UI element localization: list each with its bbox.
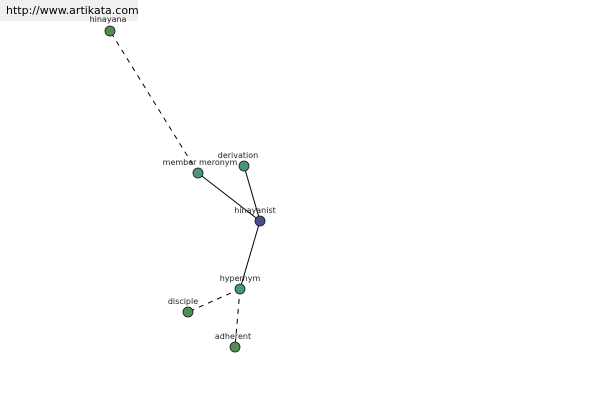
edge-member-meronym-hinayana [109,30,199,174]
node-label-hypernym: hypernym [220,274,261,283]
node-label-hinayana: hinayana [90,15,127,24]
watermark-banner: http://www.artikata.com [0,0,139,21]
node-label-derivation: derivation [218,151,258,160]
node-hinayanist[interactable]: hinayanist [234,206,276,227]
node-dot-hinayanist[interactable] [254,215,266,227]
edge-hinayanist-hypernym [239,220,261,290]
watermark-text: http://www.artikata.com [6,4,139,17]
node-label-adherent: adherent [215,332,251,341]
node-member-meronym[interactable]: member meronym [163,158,238,179]
node-dot-derivation[interactable] [238,160,250,172]
node-dot-member-meronym[interactable] [192,167,204,179]
node-disciple[interactable]: disciple [168,297,198,318]
edge-hinayanist-member-meronym [197,172,261,222]
node-label-hinayanist: hinayanist [234,206,276,215]
node-adherent[interactable]: adherent [215,332,251,353]
node-hypernym[interactable]: hypernym [220,274,261,295]
node-dot-hinayana[interactable] [104,25,116,37]
node-dot-hypernym[interactable] [234,283,246,295]
edge-hinayanist-derivation [243,165,261,222]
edges-layer [109,30,261,348]
node-derivation[interactable]: derivation [218,151,258,172]
node-dot-adherent[interactable] [229,341,241,353]
node-hinayana[interactable]: hinayana [90,15,127,37]
node-dot-disciple[interactable] [182,306,194,318]
nodes-layer: hinayanist hinayana member meronymderivati… [90,15,276,353]
node-label-member-meronym: member meronym [163,158,238,167]
node-label-disciple: disciple [168,297,198,306]
